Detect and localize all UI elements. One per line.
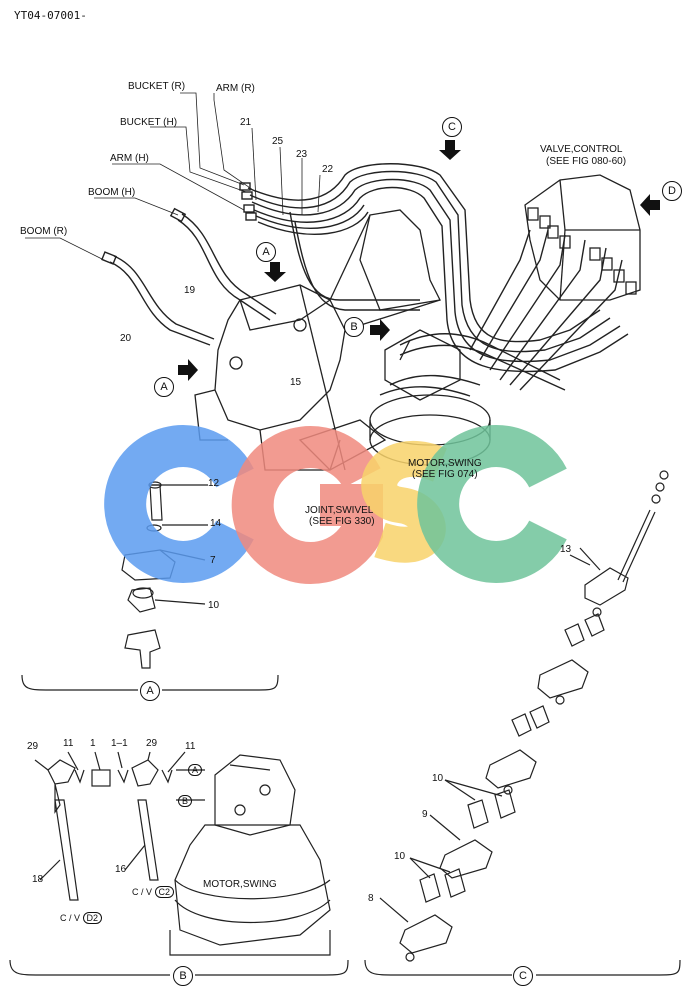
part-1-1: 1–1 [111, 738, 128, 749]
part-23: 23 [296, 149, 308, 160]
cv-callout-c2: C / V C2 [132, 886, 175, 898]
document-id: YT04-07001- [14, 9, 87, 22]
part-14: 14 [210, 518, 222, 529]
detail-tag-b-text: B [178, 795, 193, 807]
boom-hoses [101, 182, 277, 346]
part-21: 21 [240, 117, 252, 128]
part-7: 7 [210, 555, 216, 566]
detail-tag-b: B [178, 795, 193, 807]
cv-code-c2: C2 [154, 886, 175, 898]
part-19: 19 [184, 285, 196, 296]
part-12: 12 [208, 478, 220, 489]
ref-joint-swivel: JOINT,SWIVEL [305, 505, 374, 516]
view-arrows [178, 140, 660, 381]
detail-tag-a: A [188, 764, 203, 776]
view-marker-b: B [344, 317, 364, 337]
part-1: 1 [90, 738, 96, 749]
ref-motor-swing: MOTOR,SWING [408, 458, 482, 469]
part-13: 13 [560, 544, 572, 555]
part-10-b: 10 [432, 773, 444, 784]
part-10-a: 10 [208, 600, 220, 611]
detail-tag-a-text: A [188, 764, 203, 776]
ref-valve-control: VALVE,CONTROL [540, 144, 623, 155]
cv-code-d2: D2 [82, 912, 103, 924]
section-label-b: B [173, 966, 193, 986]
hose-label-leaders [25, 92, 321, 263]
view-marker-d: D [662, 181, 682, 201]
cv-prefix-c2: C / V [132, 887, 153, 897]
label-boom-r: BOOM (R) [20, 226, 68, 237]
label-arm-r: ARM (R) [216, 83, 255, 94]
control-valve-block [524, 174, 641, 301]
label-arm-h: ARM (H) [110, 153, 149, 164]
part-16: 16 [115, 864, 127, 875]
part-15: 15 [290, 377, 302, 388]
view-marker-a-top: A [256, 242, 276, 262]
view-marker-a-left: A [154, 377, 174, 397]
part-25: 25 [272, 136, 284, 147]
part-29-b: 29 [146, 738, 158, 749]
cv-prefix-d2: C / V [60, 913, 81, 923]
part-11-a: 11 [63, 738, 74, 749]
part-18: 18 [32, 874, 44, 885]
label-boom-h: BOOM (H) [88, 187, 136, 198]
ref-motor-swing-fig: (SEE FIG 074) [412, 469, 478, 480]
ref-joint-swivel-fig: (SEE FIG 330) [309, 516, 375, 527]
part-10-c: 10 [394, 851, 406, 862]
part-29-a: 29 [27, 741, 39, 752]
hose-bundle [247, 163, 629, 397]
part-8: 8 [368, 893, 374, 904]
part-22: 22 [322, 164, 334, 175]
detail-c-parts [364, 470, 681, 976]
label-bucket-r: BUCKET (R) [128, 81, 186, 92]
section-label-a: A [140, 681, 160, 701]
part-9: 9 [422, 809, 428, 820]
part-11-b: 11 [185, 741, 196, 752]
view-marker-c: C [442, 117, 462, 137]
detail-b-parts [9, 751, 349, 976]
ref-valve-control-fig: (SEE FIG 080-60) [546, 156, 627, 167]
label-bucket-h: BUCKET (H) [120, 117, 178, 128]
ref-motor-swing-detail: MOTOR,SWING [203, 879, 277, 890]
part-20: 20 [120, 333, 132, 344]
detail-a-parts [21, 481, 279, 691]
section-label-c: C [513, 966, 533, 986]
cv-callout-d2: C / V D2 [60, 912, 103, 924]
